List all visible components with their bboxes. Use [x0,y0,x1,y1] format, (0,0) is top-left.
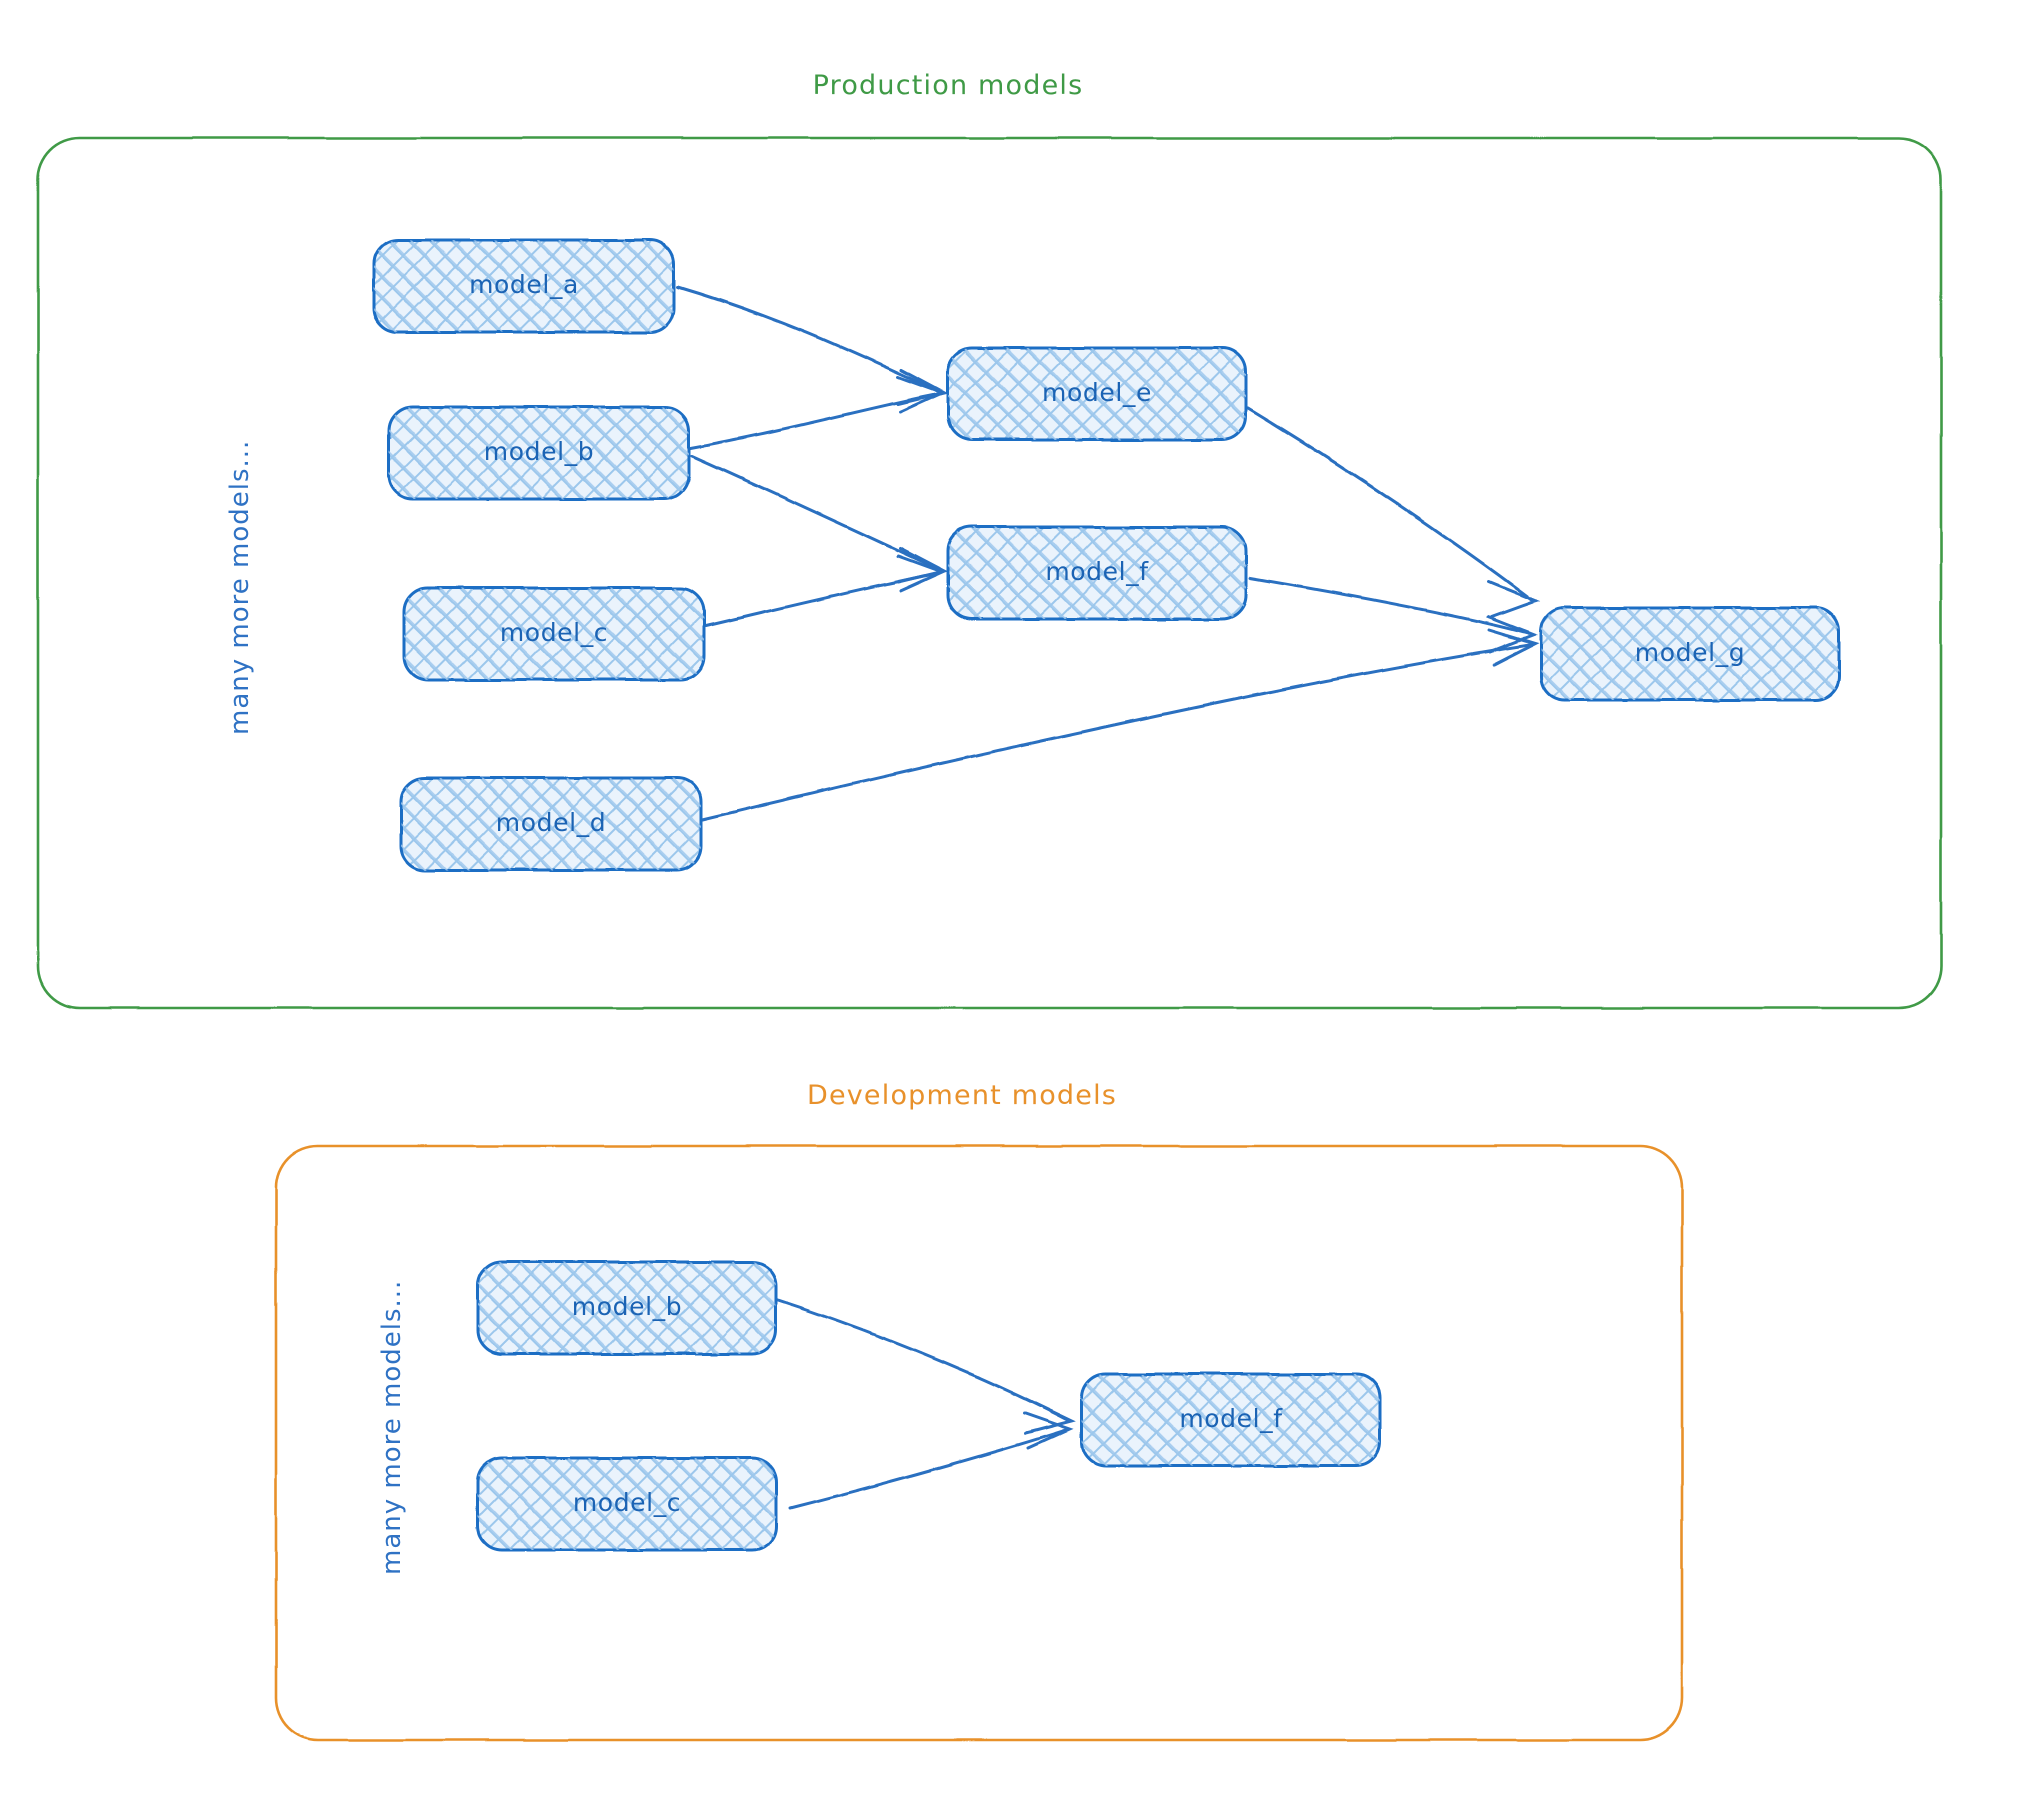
node-model_a-label: model_a [469,270,579,299]
node-dev-model_c[interactable]: model_c [476,1456,778,1552]
development-group-title: Development models [807,1080,1117,1111]
development-side-label: many more models... [377,1280,407,1575]
node-model_c-label: model_c [500,618,608,647]
node-model_a[interactable]: model_a [372,238,676,334]
group-production: Production models many more models... [36,70,1943,1010]
node-model_d-hatch [401,778,701,870]
node-model_f[interactable]: model_f [946,525,1248,621]
node-model_g-label: model_g [1635,638,1745,667]
development-edges [774,1298,1077,1510]
edge-dev-model_b-model_f [774,1298,1077,1435]
production-group-title: Production models [813,70,1084,101]
production-group-border [36,136,1943,1010]
node-model_c-hatch [404,588,704,680]
edge-model_d-model_g [698,628,1539,822]
node-dev-model_c-hatch [478,1458,776,1550]
edge-model_b-model_f [690,454,949,584]
group-development: Development models many more models... [274,1080,1684,1742]
production-edges [676,285,1541,822]
production-nodes: model_a model_b model_c model_d [372,238,1841,872]
node-model_c[interactable]: model_c [402,586,706,682]
edge-dev-model_c-model_f [788,1411,1075,1510]
node-dev-model_f[interactable]: model_f [1080,1372,1382,1468]
development-nodes: model_b model_c model_f [476,1260,1382,1552]
node-model_g-hatch [1541,608,1839,700]
edge-model_a-model_e [676,285,949,406]
node-model_d[interactable]: model_d [399,776,703,872]
node-model_a-hatch [374,240,674,332]
edge-model_b-model_b-e [688,375,946,450]
node-model_g[interactable]: model_g [1539,606,1841,702]
node-dev-model_c-label: model_c [573,1488,681,1517]
node-dev-model_b-hatch [478,1262,776,1354]
node-model_e[interactable]: model_e [946,346,1248,442]
node-dev-model_b[interactable]: model_b [476,1260,778,1356]
node-dev-model_f-label: model_f [1179,1404,1283,1433]
node-model_f-label: model_f [1045,557,1149,586]
node-model_e-hatch [948,348,1246,440]
production-side-label: many more models... [225,440,255,735]
node-model_e-label: model_e [1042,378,1152,407]
edge-model_c-model_f [704,554,946,628]
node-model_d-label: model_d [496,808,606,837]
node-model_b-label: model_b [484,437,594,466]
node-model_b[interactable]: model_b [387,405,691,501]
node-model_f-hatch [948,527,1246,619]
node-dev-model_f-hatch [1082,1374,1380,1466]
edge-model_e-model_g [1246,406,1541,619]
node-model_b-hatch [389,407,689,499]
development-group-border [274,1144,1684,1742]
node-dev-model_b-label: model_b [572,1292,682,1321]
edge-model_f-model_g [1248,576,1539,654]
